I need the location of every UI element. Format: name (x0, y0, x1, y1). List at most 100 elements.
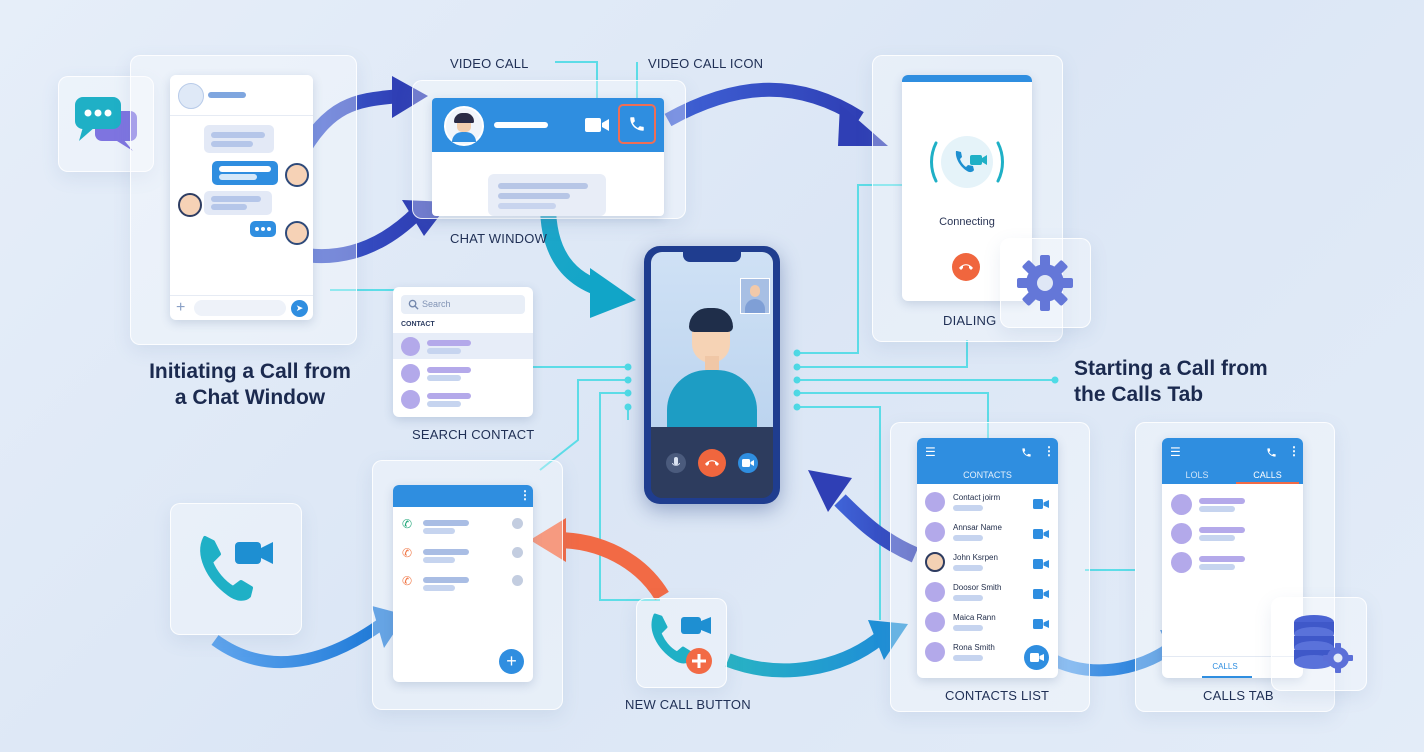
tab-calls[interactable]: CALLS (1253, 470, 1282, 480)
list-item[interactable] (1162, 521, 1303, 547)
video-call-icon[interactable] (1033, 526, 1049, 544)
end-call-button[interactable] (952, 253, 980, 281)
list-item[interactable]: ✆ (393, 515, 533, 539)
contact-row[interactable]: Rona Smith (917, 640, 1058, 666)
label-dialing: DIALING (943, 313, 997, 328)
list-item[interactable] (393, 333, 533, 359)
send-icon[interactable]: ➤ (291, 300, 308, 317)
video-camera-icon[interactable] (584, 116, 610, 134)
chat-window-header (432, 98, 664, 152)
label-video-call: VIDEO CALL (450, 56, 529, 71)
message-input[interactable] (194, 300, 286, 316)
search-placeholder: Search (422, 299, 451, 309)
list-item[interactable] (393, 361, 533, 387)
list-item[interactable]: ✆ (393, 572, 533, 596)
chat-icon-tile (58, 76, 154, 172)
contacts-tab-label[interactable]: CONTACTS (963, 470, 1012, 480)
mute-button[interactable] (666, 453, 686, 473)
dialing-header (902, 75, 1032, 82)
more-icon[interactable]: ⋮ (519, 488, 531, 502)
chat-window (432, 98, 664, 216)
outgoing-call-icon: ✆ (402, 517, 413, 531)
contacts-header: ☰ ⋮ CONTACTS (917, 438, 1058, 484)
video-call-icon-highlight[interactable] (618, 104, 656, 144)
contact-row[interactable]: John Ksrpen (917, 550, 1058, 576)
caller-avatar (651, 252, 773, 430)
list-item[interactable] (1162, 492, 1303, 518)
label-chat-window: CHAT WINDOW (450, 231, 548, 246)
list-item[interactable] (1162, 550, 1303, 576)
gear-icon (1017, 255, 1073, 311)
arrow-newcall-to-recents (530, 518, 669, 601)
tab-lols[interactable]: LOLS (1185, 470, 1209, 480)
connector-dots (624, 349, 1059, 411)
chat-message-in (204, 125, 274, 153)
chat-input-bar: + ➤ (170, 295, 313, 320)
plus-icon[interactable]: + (176, 299, 186, 316)
recent-calls-screen: ⋮ ✆ ✆ ✆ + (393, 485, 533, 682)
arrow-videocall-to-dialing (664, 82, 888, 146)
end-call-button[interactable] (698, 449, 726, 477)
menu-icon[interactable]: ☰ (925, 445, 936, 459)
clock-icon (512, 575, 523, 586)
hang-up-icon (705, 460, 719, 466)
list-item[interactable] (393, 388, 533, 414)
phone-icon[interactable] (1021, 447, 1032, 458)
chat-message-in (204, 191, 272, 215)
heading-right: Starting a Call from the Calls Tab (1074, 357, 1268, 406)
video-camera-icon (1030, 653, 1044, 662)
avatar (925, 582, 945, 602)
chat-message-in (488, 174, 606, 216)
contact-row[interactable]: Doosor Smith (917, 580, 1058, 606)
video-call-icon[interactable] (1033, 616, 1049, 634)
avatar (285, 163, 309, 187)
microphone-icon (672, 457, 680, 466)
avatar (178, 83, 204, 109)
contact-row[interactable]: Contact joirm (917, 490, 1058, 516)
label-video-call-icon: VIDEO CALL ICON (648, 56, 764, 71)
video-call-icon[interactable] (1033, 496, 1049, 514)
label-new-call-button: NEW CALL BUTTON (625, 697, 751, 712)
contact-row[interactable]: Maica Rann (917, 610, 1058, 636)
bottom-tab-calls[interactable]: CALLS (1212, 662, 1238, 671)
chat-header (170, 75, 313, 116)
arrow-contacts-to-phone (808, 470, 919, 563)
recent-calls-header: ⋮ (393, 485, 533, 507)
video-call-icon[interactable] (1033, 556, 1049, 574)
fab-add-button[interactable]: + (499, 649, 524, 674)
more-icon[interactable]: ⋮ (1043, 444, 1055, 458)
more-icon[interactable]: ⋮ (1288, 444, 1300, 458)
video-call-fab[interactable] (1024, 645, 1049, 670)
phone-video-icon-tile (170, 503, 302, 635)
active-tab-indicator (1236, 482, 1299, 484)
chat-bubbles-icon (75, 97, 137, 151)
avatar (285, 221, 309, 245)
avatar (925, 492, 945, 512)
video-call-icon[interactable] (1033, 586, 1049, 604)
menu-icon[interactable]: ☰ (1170, 445, 1181, 459)
search-contact-screen: Search CONTACT (393, 287, 533, 417)
heading-left: Initiating a Call from a Chat Window (149, 360, 351, 409)
new-call-button-tile[interactable] (636, 598, 727, 688)
self-view-thumbnail[interactable] (740, 278, 770, 314)
label-contacts-list: CONTACTS LIST (945, 688, 1050, 703)
bottom-nav: CALLS (1162, 656, 1303, 678)
camera-toggle-button[interactable] (738, 453, 758, 473)
phone-icon[interactable] (1266, 447, 1277, 458)
clock-icon (512, 518, 523, 529)
list-item[interactable]: ✆ (393, 544, 533, 568)
missed-call-icon: ✆ (402, 574, 413, 588)
phone-icon (630, 117, 644, 131)
connector-lines (330, 61, 1135, 620)
chat-message-out (212, 161, 278, 185)
arrow-chatwindow-to-phone (540, 204, 636, 318)
missed-call-icon: ✆ (402, 546, 413, 560)
search-bar[interactable]: Search (401, 295, 525, 314)
label-search-contact: SEARCH CONTACT (412, 427, 535, 442)
avatar (444, 106, 484, 146)
chat-screen: + ➤ (170, 75, 313, 320)
new-call-icon (651, 613, 712, 674)
contact-row[interactable]: Annsar Name (917, 520, 1058, 546)
